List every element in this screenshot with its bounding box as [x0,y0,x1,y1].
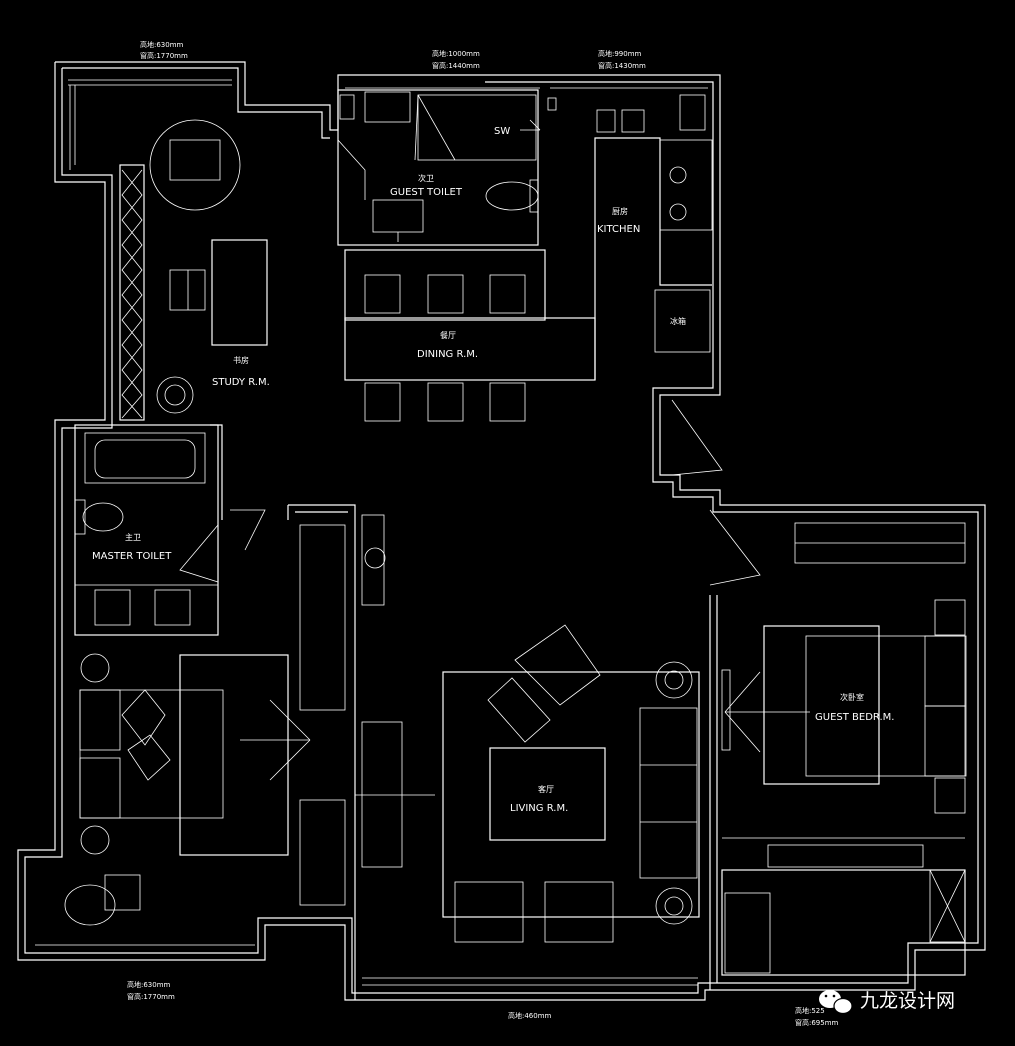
guest-bedroom-label: GUEST BEDR.M. [815,712,894,723]
dim-top-right-2: 窗高:1430mm [598,61,646,70]
living-cn-label: 客厅 [538,784,554,794]
guest-bedroom-area [721,522,967,868]
wechat-icon [819,990,853,1015]
guest-toilet-label: GUEST TOILET [390,187,463,198]
bottom-right-bath-area [721,869,966,976]
master-toilet-area [74,424,219,636]
kitchen-label: KITCHEN [597,224,640,235]
fridge-label: 冰箱 [670,316,686,326]
dining-area [344,249,596,422]
dim-top-right-1: 高地:990mm [598,49,642,58]
dim-top-left-1: 高地:630mm [140,40,184,49]
shower-label: SW [494,126,510,137]
guest-bedroom-cn-label: 次卧室 [840,692,864,702]
living-label: LIVING R.M. [510,803,568,814]
study-label: STUDY R.M. [212,377,270,388]
master-toilet-cn-label: 主卫 [125,532,141,542]
dim-bottom-right-2: 窗高:695mm [795,1018,839,1027]
guest-toilet-cn-label: 次卫 [418,173,434,183]
dim-bottom-left-1: 高地:630mm [127,980,171,989]
outer-walls [17,61,986,1001]
dining-label: DINING R.M. [417,349,478,360]
dim-bottom-right-1: 高地:525 [795,1006,825,1015]
dim-top-left-2: 窗高:1770mm [140,51,188,60]
watermark-text: 九龙设计网 [860,990,955,1012]
dim-top-mid-1: 高地:1000mm [432,49,480,58]
study-cn-label: 书房 [233,355,249,365]
dim-top-mid-2: 窗高:1440mm [432,61,480,70]
kitchen-area [547,94,713,380]
kitchen-cn-label: 厨房 [612,206,628,216]
study-area [119,119,268,421]
dim-bottom-mid-1: 高地:460mm [508,1011,552,1020]
interior-walls [210,399,723,1000]
guest-toilet-area [337,89,541,246]
dim-bottom-left-2: 窗高:1770mm [127,992,175,1001]
master-bedroom-area [64,509,386,926]
master-toilet-label: MASTER TOILET [92,551,172,562]
living-area [355,509,761,943]
dining-cn-label: 餐厅 [440,331,456,340]
